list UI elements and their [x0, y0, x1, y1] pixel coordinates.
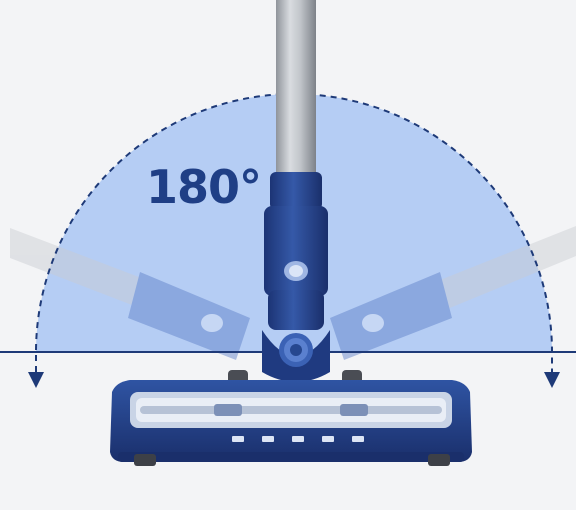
left-arrow-icon [28, 372, 44, 388]
ghost-pole-right [330, 226, 576, 360]
tube-connector [264, 172, 328, 330]
front-wheel-right [428, 454, 450, 466]
rotation-angle-label: 180° [146, 160, 262, 214]
ghost-pole-left [10, 228, 250, 360]
swivel-joint [262, 330, 330, 382]
right-arrow-icon [544, 372, 560, 388]
dashed-rotation-arc [35, 93, 553, 372]
extension-tube [276, 0, 316, 180]
floor-brush-head [110, 380, 472, 462]
front-wheel-left [134, 454, 156, 466]
